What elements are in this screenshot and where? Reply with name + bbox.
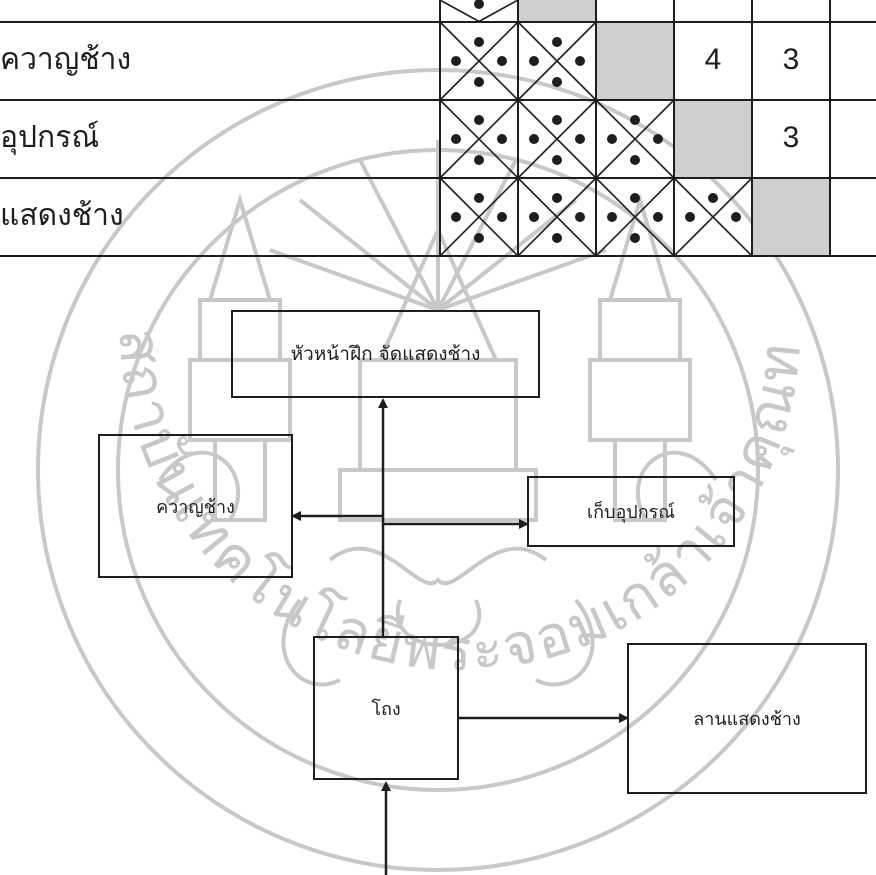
mahout-box: ควาญช้าง [98, 434, 293, 578]
barn-box: โถง [313, 636, 459, 780]
arena-box: ลานแสดงช้าง [627, 643, 867, 794]
head-trainer-box: หัวหน้าฝึก จัดแสดงช้าง [231, 310, 540, 398]
equipment-box: เก็บอุปกรณ์ [527, 476, 735, 547]
